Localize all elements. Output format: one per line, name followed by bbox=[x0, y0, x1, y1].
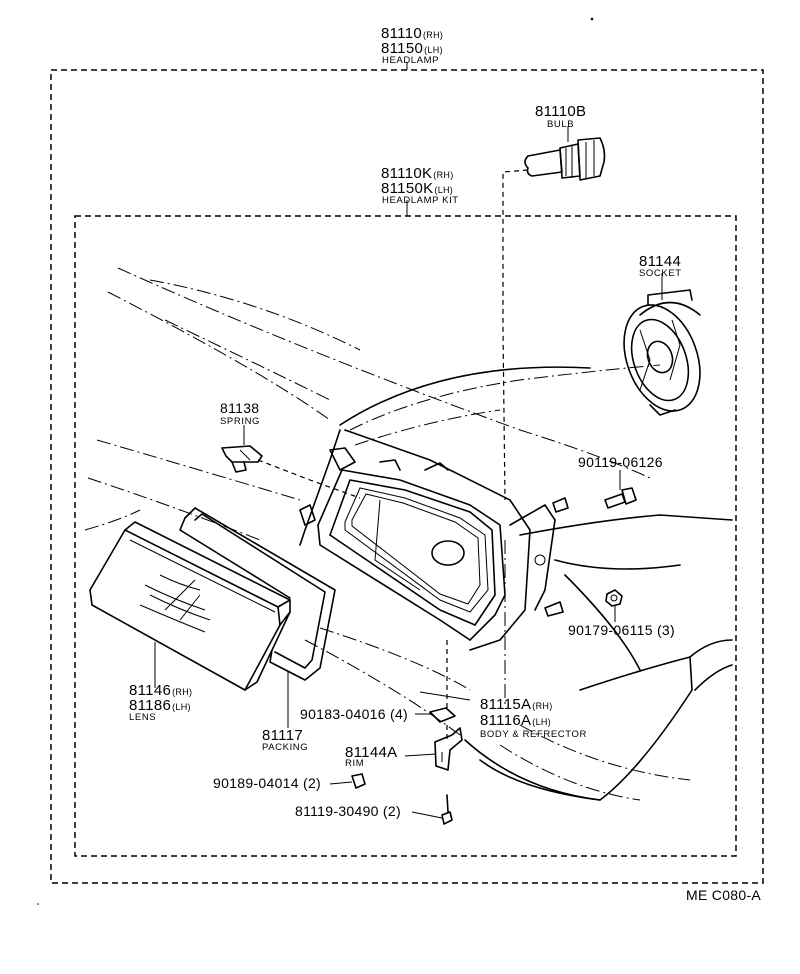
svg-text:81150K(LH): 81150K(LH) bbox=[381, 180, 453, 197]
label-body-reflector: 81115A(RH) 81116A(LH) BODY & REFRECTOR bbox=[480, 696, 587, 740]
screw-part bbox=[441, 794, 453, 825]
svg-text:RIM: RIM bbox=[345, 758, 364, 769]
bolt-part bbox=[604, 487, 637, 509]
bulb-part bbox=[524, 137, 606, 181]
svg-text:SOCKET: SOCKET bbox=[639, 268, 682, 279]
nut-part bbox=[605, 589, 623, 607]
rim-part bbox=[434, 727, 463, 771]
label-headlamp: 81110(RH) 81150(LH) HEADLAMP bbox=[381, 25, 443, 66]
packing-part bbox=[179, 507, 336, 681]
svg-text:81110B: 81110B bbox=[535, 103, 586, 120]
label-clip: 90183-04016 (4) bbox=[300, 706, 408, 722]
body-reflector-housing bbox=[299, 429, 556, 651]
headlamp-kit-border bbox=[74, 215, 737, 857]
svg-text:81138: 81138 bbox=[220, 400, 259, 416]
svg-text:PACKING: PACKING bbox=[262, 742, 308, 753]
label-bolt: 90119-06126 bbox=[578, 454, 663, 470]
label-packing: 81117 PACKING bbox=[262, 727, 308, 753]
vehicle-body-outline bbox=[84, 267, 691, 801]
svg-text:SPRING: SPRING bbox=[220, 416, 260, 427]
lens-part bbox=[89, 521, 291, 691]
label-screw: 81119-30490 (2) bbox=[295, 803, 401, 819]
socket-part bbox=[623, 289, 701, 416]
svg-text:81116A(LH): 81116A(LH) bbox=[480, 712, 551, 729]
label-nut: 90179-06115 (3) bbox=[568, 622, 675, 638]
label-spring: 81138 SPRING bbox=[220, 400, 260, 427]
svg-text:81115A(RH): 81115A(RH) bbox=[480, 696, 553, 713]
clip-part bbox=[429, 707, 456, 723]
svg-text:81144: 81144 bbox=[639, 253, 681, 270]
svg-text:HEADLAMP: HEADLAMP bbox=[382, 55, 439, 66]
label-headlamp-kit: 81110K(RH) 81150K(LH) HEADLAMP KIT bbox=[381, 165, 459, 206]
svg-text:81110(RH): 81110(RH) bbox=[381, 25, 443, 42]
grommet-part bbox=[351, 773, 366, 789]
label-grommet: 90189-04014 (2) bbox=[213, 775, 321, 791]
label-rim: 81144A RIM bbox=[345, 744, 397, 769]
label-bulb: 81110B BULB bbox=[535, 103, 586, 130]
svg-text:HEADLAMP KIT: HEADLAMP KIT bbox=[382, 195, 459, 206]
label-lens: 81146(RH) 81186(LH) LENS bbox=[129, 682, 192, 723]
svg-text:81146(RH): 81146(RH) bbox=[129, 682, 192, 699]
svg-text:81110K(RH): 81110K(RH) bbox=[381, 165, 454, 182]
svg-text:LENS: LENS bbox=[129, 712, 156, 723]
svg-text:81186(LH): 81186(LH) bbox=[129, 697, 191, 714]
diagram-code: ME C080-A bbox=[686, 887, 761, 903]
label-socket: 81144 SOCKET bbox=[639, 253, 682, 279]
svg-text:BULB: BULB bbox=[547, 119, 574, 130]
spring-part bbox=[221, 445, 263, 473]
fender-outline bbox=[339, 366, 733, 801]
svg-text:BODY & REFRECTOR: BODY & REFRECTOR bbox=[480, 729, 587, 740]
svg-text:81117: 81117 bbox=[262, 727, 303, 744]
svg-text:81144A: 81144A bbox=[345, 744, 397, 761]
svg-text:81150(LH): 81150(LH) bbox=[381, 40, 443, 57]
